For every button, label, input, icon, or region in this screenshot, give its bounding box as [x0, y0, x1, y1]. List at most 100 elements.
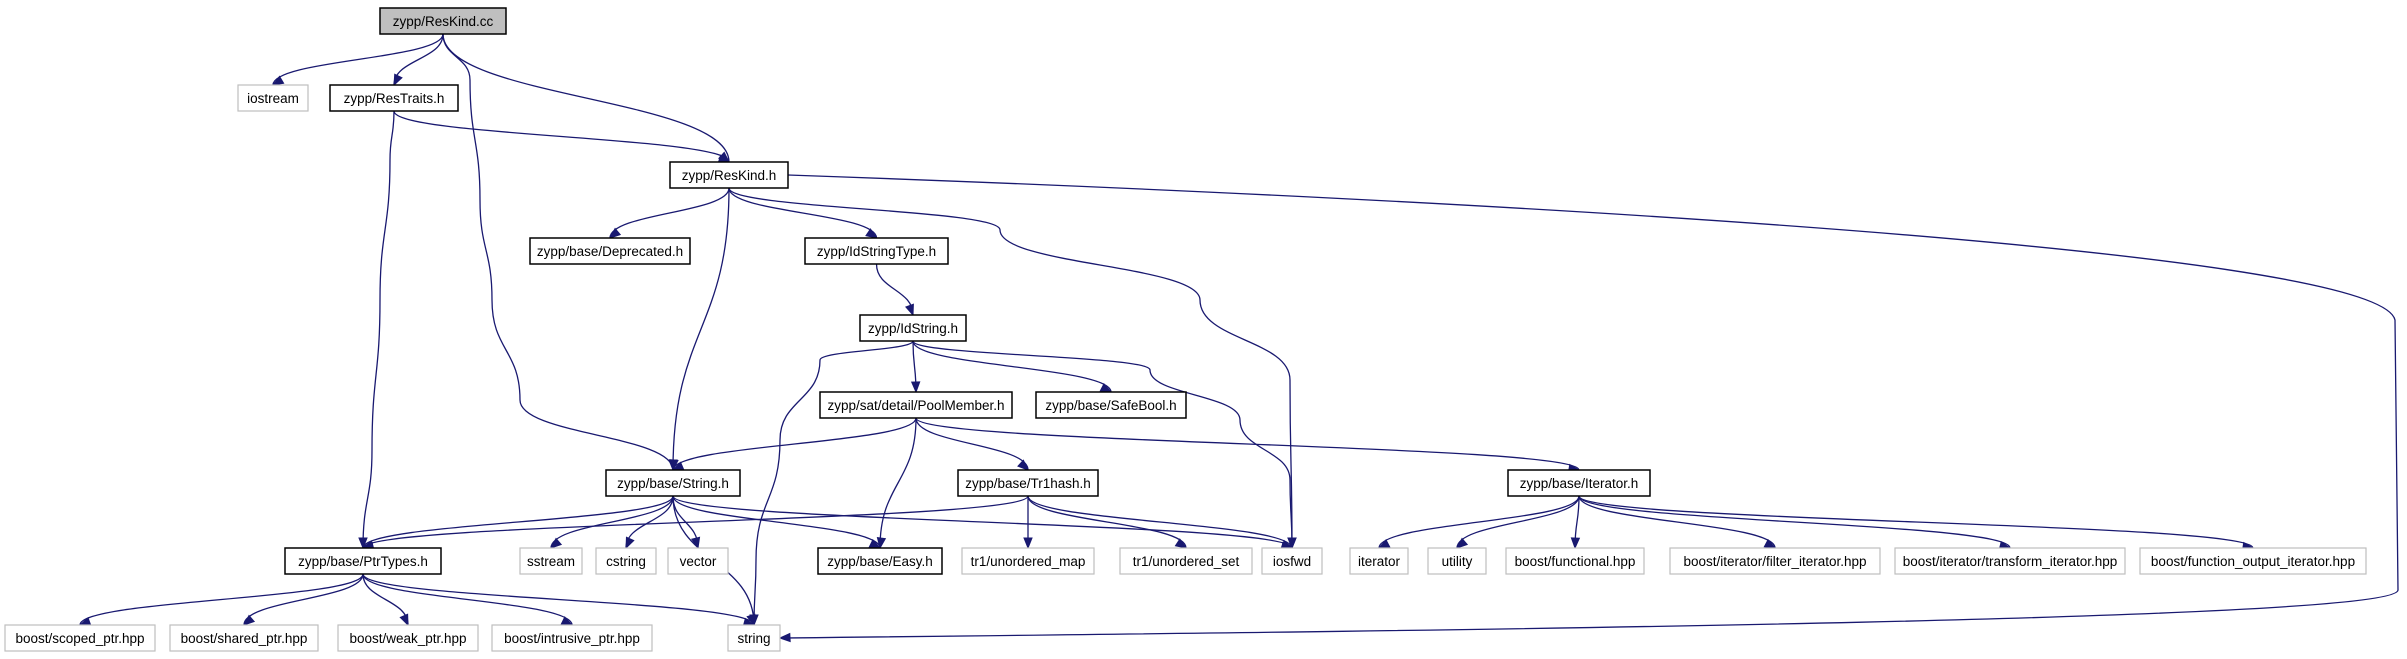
node-box: [819, 391, 1013, 419]
node-box: [804, 237, 949, 265]
node-box: [379, 7, 507, 35]
edge-reskind_h-to-idstringtype_h: [728, 187, 878, 239]
node-label: zypp/sat/detail/PoolMember.h: [827, 398, 1004, 413]
node-box: [237, 84, 309, 112]
edge-arrowhead-idstringtype_h-to-idstring_h: [905, 303, 914, 317]
node-string-h[interactable]: zypp/base/String.h: [605, 469, 741, 497]
edge-poolmember_h-to-iterator_h: [915, 417, 1580, 471]
edge-idstring_h-to-string: [753, 340, 914, 626]
node-boost-scoped-ptr: boost/scoped_ptr.hpp: [4, 624, 156, 652]
node-label: iosfwd: [1273, 554, 1311, 569]
node-box: [817, 547, 943, 575]
node-sstream: sstream: [519, 547, 583, 575]
edge-arrowhead-reskind_h-to-idstringtype_h: [865, 228, 878, 239]
node-label: sstream: [527, 554, 575, 569]
node-box: [337, 624, 479, 652]
edge-arrowhead-tr1hash_h-to-tr1_unordered_map: [1023, 537, 1033, 550]
edge-ptrtypes_h-to-boost_scoped_ptr: [79, 573, 364, 626]
node-idstringtype-h[interactable]: zypp/IdStringType.h: [804, 237, 949, 265]
node-label: boost/weak_ptr.hpp: [349, 631, 466, 646]
node-utility: utility: [1427, 547, 1487, 575]
edge-poolmember_h-to-string_h: [672, 417, 917, 471]
node-label: tr1/unordered_set: [1133, 554, 1240, 569]
edge-arrowhead-idstring_h-to-iosfwd: [1287, 537, 1297, 550]
node-label: iostream: [247, 91, 299, 106]
edge-reskind_cc-to-reskind_h: [442, 33, 730, 163]
node-label: boost/function_output_iterator.hpp: [2151, 554, 2355, 569]
node-box: [1035, 391, 1187, 419]
node-iostream: iostream: [237, 84, 309, 112]
node-boost-function-output-iterator: boost/function_output_iterator.hpp: [2139, 547, 2367, 575]
node-label: zypp/base/Tr1hash.h: [965, 476, 1091, 491]
node-box: [595, 547, 657, 575]
node-tr1hash-h[interactable]: zypp/base/Tr1hash.h: [957, 469, 1099, 497]
node-label: boost/iterator/filter_iterator.hpp: [1683, 554, 1866, 569]
node-vector: vector: [667, 547, 729, 575]
node-deprecated-h[interactable]: zypp/base/Deprecated.h: [529, 237, 691, 265]
node-ptrtypes-h[interactable]: zypp/base/PtrTypes.h: [284, 547, 442, 575]
edge-reskind_h-to-string_h: [672, 187, 730, 471]
node-label: string: [737, 631, 770, 646]
edge-arrowhead-idstring_h-to-poolmember_h: [910, 381, 921, 394]
node-label: boost/shared_ptr.hpp: [181, 631, 308, 646]
edge-arrowhead-reskind_cc-to-iostream: [271, 75, 285, 86]
edge-arrowhead-ptrtypes_h-to-boost_shared_ptr: [242, 614, 256, 626]
edge-idstring_h-to-safebool_h: [912, 340, 1112, 393]
node-box: [1349, 547, 1409, 575]
edge-idstring_h-to-iosfwd: [912, 340, 1293, 549]
node-label: tr1/unordered_map: [971, 554, 1086, 569]
edge-ptrtypes_h-to-boost_shared_ptr: [243, 573, 364, 626]
node-iterator-h[interactable]: zypp/base/Iterator.h: [1507, 469, 1651, 497]
node-label: zypp/base/String.h: [617, 476, 729, 491]
node-idstring-h[interactable]: zypp/IdString.h: [859, 314, 967, 342]
node-label: zypp/IdStringType.h: [817, 244, 936, 259]
node-boost-functional: boost/functional.hpp: [1505, 547, 1645, 575]
node-label: boost/iterator/transform_iterator.hpp: [1903, 554, 2118, 569]
node-label: utility: [1442, 554, 1473, 569]
node-reskind-h[interactable]: zypp/ResKind.h: [669, 161, 789, 189]
edge-string_h-to-easy_h: [672, 495, 881, 549]
node-label: zypp/base/PtrTypes.h: [298, 554, 428, 569]
node-label: zypp/IdString.h: [868, 321, 958, 336]
edge-reskind_cc-to-string_h: [442, 33, 674, 471]
edge-arrowhead-tr1hash_h-to-tr1_unordered_set: [1174, 538, 1188, 549]
node-label: zypp/ResKind.h: [682, 168, 777, 183]
node-restraits-h[interactable]: zypp/ResTraits.h: [329, 84, 459, 112]
node-iterator: iterator: [1349, 547, 1409, 575]
edge-poolmember_h-to-easy_h: [879, 417, 917, 549]
edge-reskind_h-to-string: [785, 174, 2399, 639]
node-label: zypp/ResTraits.h: [344, 91, 445, 106]
node-box: [957, 469, 1099, 497]
node-tr1-unordered-set: tr1/unordered_set: [1119, 547, 1253, 575]
node-poolmember-h[interactable]: zypp/sat/detail/PoolMember.h: [819, 391, 1013, 419]
node-easy-h[interactable]: zypp/base/Easy.h: [817, 547, 943, 575]
node-box: [491, 624, 653, 652]
node-box: [727, 624, 781, 652]
node-label: vector: [680, 554, 717, 569]
edge-arrowhead-string_h-to-sstream: [549, 537, 563, 549]
node-label: zypp/ResKind.cc: [393, 14, 494, 29]
node-box: [859, 314, 967, 342]
edge-tr1hash_h-to-ptrtypes_h: [362, 495, 1029, 549]
node-safebool-h[interactable]: zypp/base/SafeBool.h: [1035, 391, 1187, 419]
node-label: zypp/base/Easy.h: [827, 554, 933, 569]
node-boost-weak-ptr: boost/weak_ptr.hpp: [337, 624, 479, 652]
node-box: [2139, 547, 2367, 575]
edge-iterator_h-to-boost_filter_iterator: [1578, 495, 1776, 549]
edge-restraits_h-to-reskind_h: [393, 110, 730, 163]
node-box: [1894, 547, 2126, 575]
node-label: zypp/base/Iterator.h: [1520, 476, 1639, 491]
node-reskind-cc[interactable]: zypp/ResKind.cc: [379, 7, 507, 35]
edge-iterator_h-to-boost_function_output_iterator: [1578, 495, 2254, 549]
node-box: [1507, 469, 1651, 497]
edge-arrowhead-poolmember_h-to-tr1hash_h: [1017, 459, 1029, 471]
node-label: iterator: [1358, 554, 1401, 569]
edge-arrowhead-iterator_h-to-boost_functional: [1570, 537, 1581, 550]
edge-iterator_h-to-boost_transform_iterator: [1578, 495, 2011, 549]
edge-poolmember_h-to-tr1hash_h: [915, 417, 1029, 471]
edge-reskind_h-to-deprecated_h: [609, 187, 730, 239]
node-boost-shared-ptr: boost/shared_ptr.hpp: [169, 624, 319, 652]
node-box: [1427, 547, 1487, 575]
node-cstring: cstring: [595, 547, 657, 575]
